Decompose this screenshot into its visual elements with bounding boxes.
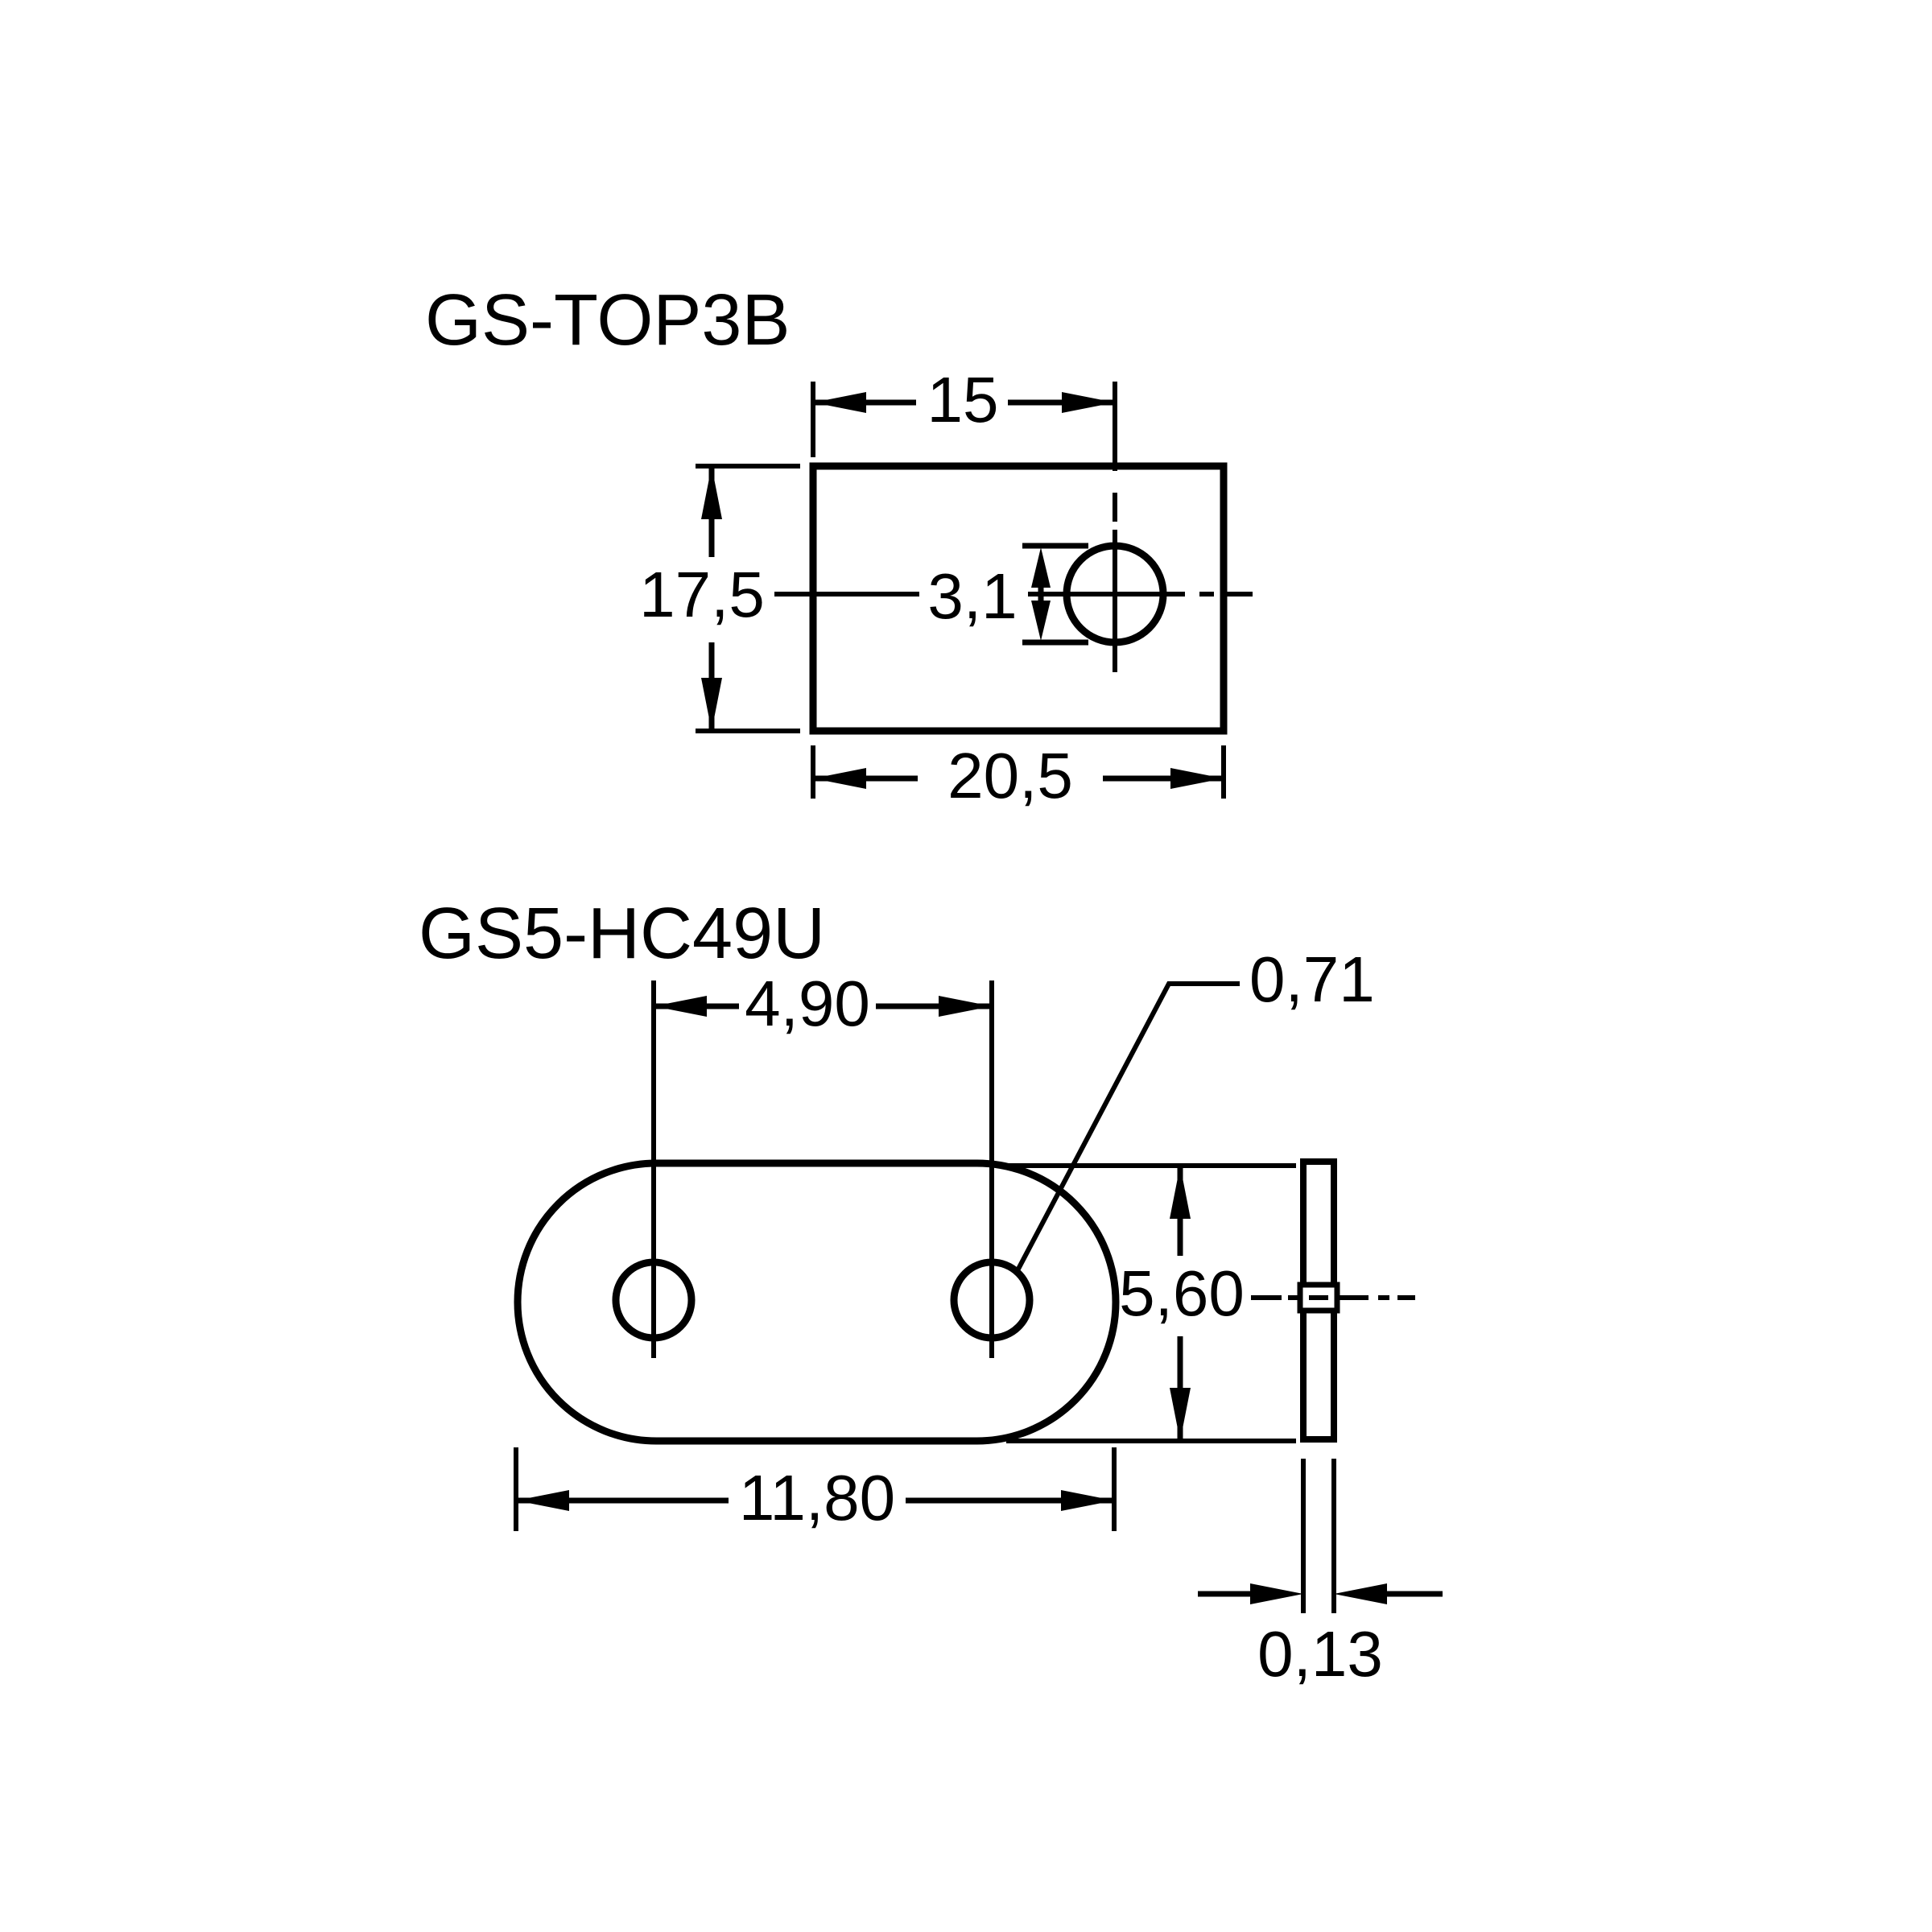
dim-total-width: 20,5	[811, 740, 1226, 811]
arrowhead-left	[813, 392, 866, 413]
arrowhead-right	[1170, 768, 1224, 789]
top-view-gs-top3b: GS-TOP3B 15	[425, 280, 1253, 811]
dim-blank-thickness: 0,13	[1198, 1459, 1443, 1690]
arrowhead-right	[1061, 1490, 1114, 1511]
arrowhead-inward-right	[1250, 1583, 1303, 1604]
part-label-bottom: GS5-HC49U	[419, 894, 825, 974]
dim-body-height-top: 17,5	[639, 464, 800, 733]
bottom-view-gs5-hc49u: GS5-HC49U 4,90 0,71	[419, 894, 1443, 1690]
arrowhead-up	[701, 466, 722, 519]
arrowhead-down	[701, 678, 722, 731]
dim-text-15: 15	[927, 364, 999, 436]
arrowhead-inward-left	[1334, 1583, 1387, 1604]
arrowhead-right	[939, 996, 992, 1017]
top-view-body-outline	[809, 462, 1228, 735]
dim-text-11-80: 11,80	[739, 1462, 895, 1534]
dim-hole-spacing: 4,90	[654, 968, 992, 1039]
leader-line	[1013, 981, 1240, 1275]
part-label-top: GS-TOP3B	[425, 280, 790, 361]
crystal-blank-marker	[1251, 1282, 1415, 1314]
dim-text-0-13: 0,13	[1257, 1618, 1383, 1690]
bottom-view-body-outline	[514, 1159, 1120, 1445]
arrowhead-up	[1170, 1166, 1191, 1219]
dim-text-20-5: 20,5	[947, 740, 1073, 811]
dim-body-height-bottom: 5,60	[1006, 1163, 1296, 1443]
dim-text-3-1: 3,1	[927, 560, 1017, 632]
dim-text-17-5: 17,5	[639, 559, 765, 630]
dim-width-to-hole: 15	[811, 364, 1115, 457]
dim-text-5-60: 5,60	[1119, 1257, 1245, 1329]
arrowhead-down	[1170, 1388, 1191, 1441]
arrowhead-up	[1031, 547, 1051, 588]
dim-text-4-90: 4,90	[745, 968, 870, 1039]
arrowhead-left	[813, 768, 866, 789]
arrowhead-left	[654, 996, 707, 1017]
dim-lead-hole-diameter: 0,71	[1013, 943, 1375, 1275]
arrowhead-right	[1062, 392, 1115, 413]
dim-hole-diameter-top: 3,1	[927, 543, 1088, 646]
dim-body-length: 11,80	[514, 1447, 1117, 1534]
dim-text-0-71: 0,71	[1249, 943, 1375, 1015]
arrowhead-down	[1031, 601, 1051, 641]
arrowhead-left	[516, 1490, 569, 1511]
side-view-profile	[1251, 1158, 1415, 1443]
